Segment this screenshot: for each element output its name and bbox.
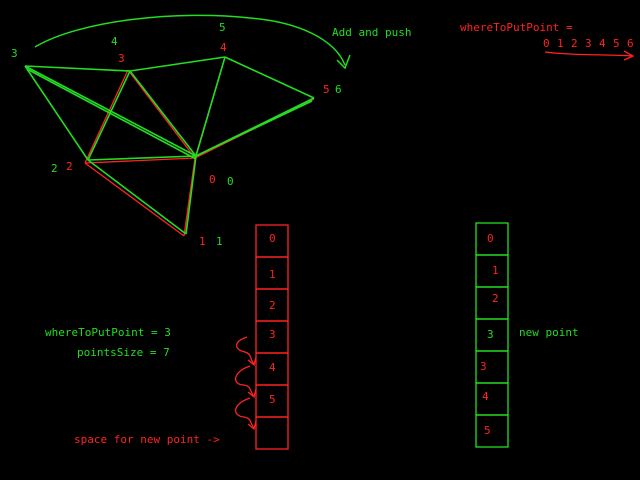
sequence-digit: 5 <box>613 37 620 50</box>
sequence-digits: 0 1 2 3 4 5 6 <box>543 37 634 50</box>
red-vertex-label: 1 <box>199 235 206 248</box>
red-vertex-label: 3 <box>118 52 125 65</box>
new-point-label: new point <box>519 326 579 339</box>
add-push-arc <box>34 14 346 66</box>
sequence-digit: 6 <box>627 37 634 50</box>
red-vertex-labels: 0 1 2 3 4 5 <box>66 41 330 248</box>
red-array-cell <box>255 416 289 450</box>
shift-arrow <box>235 365 255 397</box>
green-vertex-label: 3 <box>11 47 18 60</box>
green-edge <box>87 70 131 161</box>
points-size-value: pointsSize = 7 <box>77 346 170 359</box>
space-for-new-point-label: space for new point -> <box>74 433 220 446</box>
red-vertex-label: 0 <box>209 173 216 186</box>
where-to-put-point-value: whereToPutPoint = 3 <box>45 326 171 339</box>
green-array-value: 0 <box>487 232 494 245</box>
shift-arrow <box>235 336 255 365</box>
add-push-arrowhead <box>336 54 351 70</box>
sequence-digit: 1 <box>557 37 564 50</box>
green-edge <box>24 65 131 72</box>
red-array-value: 2 <box>269 299 276 312</box>
green-edge <box>224 56 315 99</box>
green-edge <box>129 70 197 157</box>
sequence-digit: 0 <box>543 37 550 50</box>
green-array-value: 2 <box>492 292 499 305</box>
red-array-value: 1 <box>269 268 276 281</box>
green-edge <box>87 155 197 161</box>
green-array-value: 3 <box>487 328 494 341</box>
red-array-value: 5 <box>269 393 276 406</box>
green-array: 0 1 2 3 3 4 5 <box>475 222 509 448</box>
shift-arrow <box>235 397 255 429</box>
green-array-value: 4 <box>482 390 489 403</box>
sequence-underline-arrow <box>544 50 635 61</box>
green-edge <box>129 56 226 72</box>
sequence-digit: 3 <box>585 37 592 50</box>
green-edge <box>24 65 89 161</box>
red-array-value: 0 <box>269 232 276 245</box>
add-and-push-label: Add and push <box>332 26 411 39</box>
shift-arrows <box>235 336 257 431</box>
green-edge <box>26 68 197 160</box>
shift-arrow-head <box>247 388 257 399</box>
green-edge <box>185 155 197 235</box>
green-array-value: 3 <box>480 360 487 373</box>
green-edge <box>195 100 313 157</box>
red-array: 0 1 2 3 4 5 <box>255 224 289 450</box>
shift-arrow-head <box>247 356 257 367</box>
shift-arrow-head <box>247 420 257 431</box>
red-edge <box>84 162 185 237</box>
red-array-value: 4 <box>269 361 276 374</box>
red-array-value: 3 <box>269 328 276 341</box>
red-edge <box>183 157 196 237</box>
sequence-digit: 4 <box>599 37 606 50</box>
green-array-cell <box>475 414 509 448</box>
green-array-cell <box>475 382 509 416</box>
green-vertex-label: 0 <box>227 175 234 188</box>
green-vertex-label: 2 <box>51 162 58 175</box>
red-vertex-label: 2 <box>66 160 73 173</box>
green-polygon <box>24 56 315 235</box>
red-vertex-label: 5 <box>323 83 330 96</box>
green-array-value: 1 <box>492 264 499 277</box>
sequence-digit: 2 <box>571 37 578 50</box>
green-array-value: 5 <box>484 424 491 437</box>
red-edge <box>84 157 196 164</box>
green-edge <box>87 159 187 235</box>
green-vertex-label: 6 <box>335 83 342 96</box>
green-vertex-label: 5 <box>219 21 226 34</box>
green-vertex-labels: 0 1 2 3 4 5 6 <box>11 21 342 248</box>
red-edge <box>84 69 129 164</box>
green-vertex-label: 4 <box>111 35 118 48</box>
where-to-put-point-header: whereToPutPoint = <box>460 21 573 34</box>
green-vertex-label: 1 <box>216 235 223 248</box>
green-edge <box>195 56 226 157</box>
red-edge <box>127 69 196 159</box>
red-vertex-label: 4 <box>220 41 227 54</box>
